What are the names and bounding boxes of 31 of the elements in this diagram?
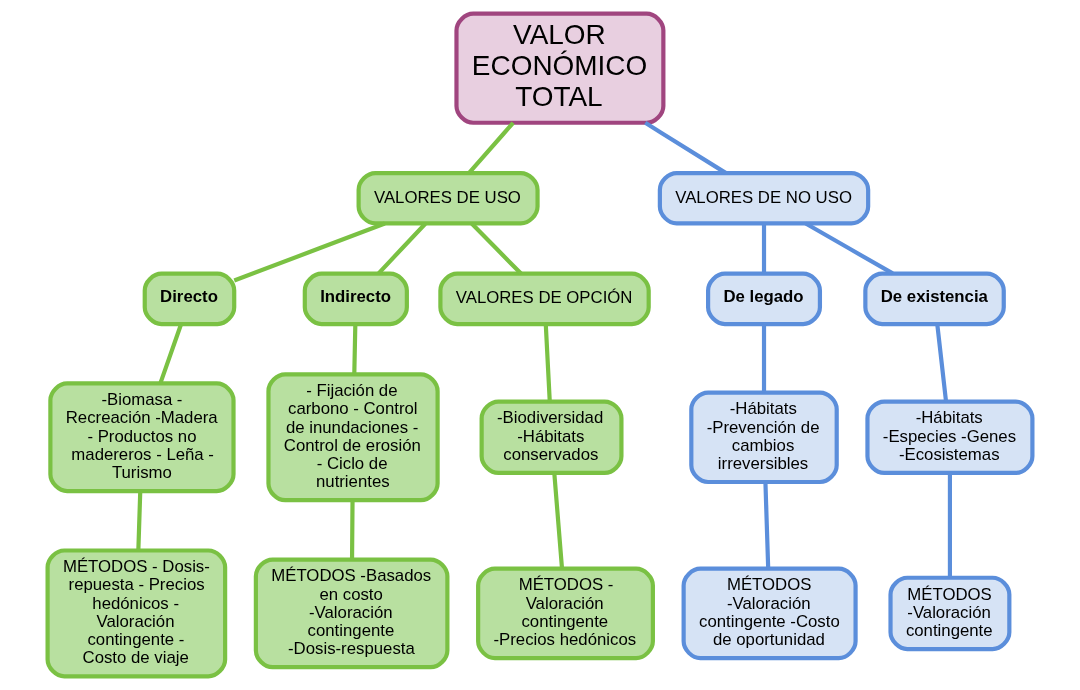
node-box: VALORES DE OPCIÓN xyxy=(438,271,651,327)
node-box: Directo xyxy=(142,271,237,327)
node-box: -Biodiversidad -Hábitats conservados xyxy=(479,399,624,475)
node-box: MÉTODOS - Valoración contingente -Precios hedónicos xyxy=(476,566,655,661)
node-box: De existencia xyxy=(863,271,1006,327)
connector xyxy=(352,324,358,375)
node-box: -Hábitats -Prevención de cambios irreversibles xyxy=(689,390,839,485)
connector xyxy=(763,482,771,569)
node-box: Indirecto xyxy=(302,271,409,327)
connector xyxy=(543,324,552,402)
connector xyxy=(935,324,949,402)
node-box: MÉTODOS -Basados en costo -Valoración contingente -Dosis-respuesta xyxy=(253,557,450,670)
node-box: VALOR ECONÓMICO TOTAL xyxy=(454,11,666,125)
connector xyxy=(761,324,767,393)
connector xyxy=(136,491,143,550)
node-box: -Biomasa - Recreación -Madera - Productos no madereros - Leña - Turismo xyxy=(48,381,236,494)
connector xyxy=(552,473,565,569)
connector xyxy=(761,223,767,274)
node-box: VALORES DE NO USO xyxy=(657,170,871,226)
node-box: VALORES DE USO xyxy=(356,170,540,226)
connector xyxy=(233,221,386,283)
node-box: MÉTODOS - Dosis-repuesta - Precios hedónicos - Valoración contingente - Costo de viaje xyxy=(45,548,228,679)
connector xyxy=(349,500,355,560)
node-box: De legado xyxy=(706,271,823,327)
node-box: -Hábitats -Especies -Genes -Ecosistemas xyxy=(865,399,1035,475)
node-box: MÉTODOS -Valoración contingente -Costo de oportunidad xyxy=(681,566,858,661)
node-box: MÉTODOS -Valoración contingente xyxy=(888,575,1012,652)
connector xyxy=(947,473,953,578)
connector xyxy=(158,323,183,384)
node-box: - Fijación de carbono - Control de inundaciones - Control de erosión - Ciclo de nutrientes xyxy=(266,372,440,503)
connector xyxy=(376,222,427,275)
